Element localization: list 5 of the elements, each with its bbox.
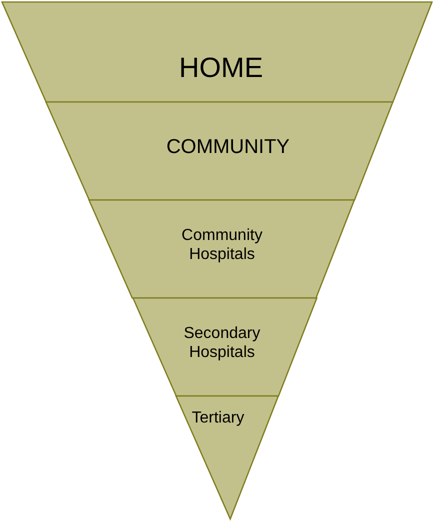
band-label: COMMUNITY [165,135,291,159]
band-label: Tertiary [190,408,246,428]
band-label: HOME [178,51,264,85]
band-label: Secondary Hospitals [182,324,262,362]
band-label: Community Hospitals [180,226,264,264]
